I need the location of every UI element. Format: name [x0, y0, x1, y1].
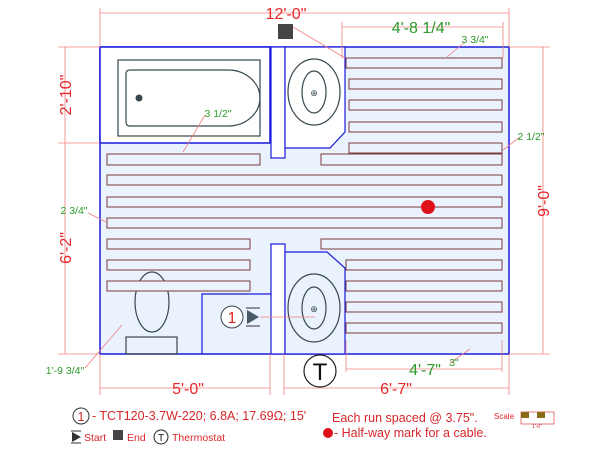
legend-cable-spec: - TCT120-3.7W-220; 6.8A; 17.69Ω; 15'	[92, 409, 306, 423]
bathtub-basin	[125, 69, 261, 127]
dim-left-lower-height: 6'-2"	[58, 232, 75, 264]
legend-end-icon	[113, 430, 123, 440]
legend-end-label: End	[127, 432, 146, 444]
sink-top-drain-icon: ⊕	[310, 88, 318, 98]
legend-cable-number: 1	[78, 410, 85, 424]
bathtub-area	[99, 46, 271, 144]
vanity-bottom	[284, 251, 346, 355]
toilet-bowl	[134, 271, 170, 333]
dim-bottom-gap: 3"	[449, 357, 459, 369]
dim-left-gap: 2 3/4"	[60, 205, 87, 217]
bathtub-drain-icon	[135, 94, 143, 102]
sink-bottom-drain-icon: ⊕	[310, 304, 318, 314]
start-icon	[246, 307, 260, 327]
sink-bottom-outer	[287, 273, 341, 343]
scale-bar: 1'-0"	[520, 411, 555, 430]
thermostat-icon	[303, 354, 337, 388]
dim-overall-height: 9'-0"	[536, 185, 553, 217]
halfway-mark-dot	[421, 200, 435, 214]
sink-top-outer	[287, 58, 341, 126]
cable-number: 1	[228, 310, 237, 327]
legend-scale-label: Scale	[494, 412, 515, 421]
wall-stub-top	[270, 46, 286, 159]
sink-bottom-inner	[301, 286, 327, 330]
legend-start-label: Start	[84, 432, 106, 444]
dim-bottom-right-run: 4'-7"	[409, 362, 441, 379]
vanity-top	[284, 46, 346, 149]
thermostat-symbol: T	[313, 359, 328, 386]
legend: 1 - TCT120-3.7W-220; 6.8A; 17.69Ω; 15' S…	[71, 407, 555, 445]
dim-top-right-run: 4'-8 1/4"	[392, 20, 451, 37]
dim-tub-gap: 3 1/2"	[204, 108, 231, 120]
scale-unit-label: 1'-0"	[532, 424, 542, 430]
wall-stub-bottom	[270, 243, 286, 355]
end-marker-icon	[278, 24, 293, 39]
cable-number-circle	[220, 305, 244, 329]
dim-toilet-offset: 1'-9 3/4"	[46, 365, 85, 377]
legend-spacing-note: Each run spaced @ 3.75".	[332, 411, 478, 425]
legend-thermostat-icon	[153, 429, 169, 445]
heating-cable-runs	[106, 57, 503, 334]
legend-thermostat-label: Thermostat	[172, 432, 225, 444]
toilet-tank	[125, 336, 178, 355]
dimension-lines	[58, 8, 550, 395]
legend-halfway-note: - Half-way mark for a cable.	[334, 426, 487, 440]
legend-cable-circle	[72, 407, 90, 425]
sink-top-inner	[301, 70, 327, 114]
dim-bottom-right-width: 6'-7"	[380, 381, 412, 398]
legend-halfway-dot	[323, 428, 333, 438]
dim-left-upper-height: 2'-10"	[58, 75, 75, 116]
dim-bottom-left-width: 5'-0"	[172, 381, 204, 398]
dim-top-right-gap: 3 3/4"	[461, 34, 488, 46]
legend-thermostat-symbol: T	[158, 433, 164, 444]
legend-start-icon	[72, 432, 81, 442]
dim-overall-width: 12'-0"	[266, 6, 307, 23]
dim-right-gap: 2 1/2"	[517, 131, 544, 143]
